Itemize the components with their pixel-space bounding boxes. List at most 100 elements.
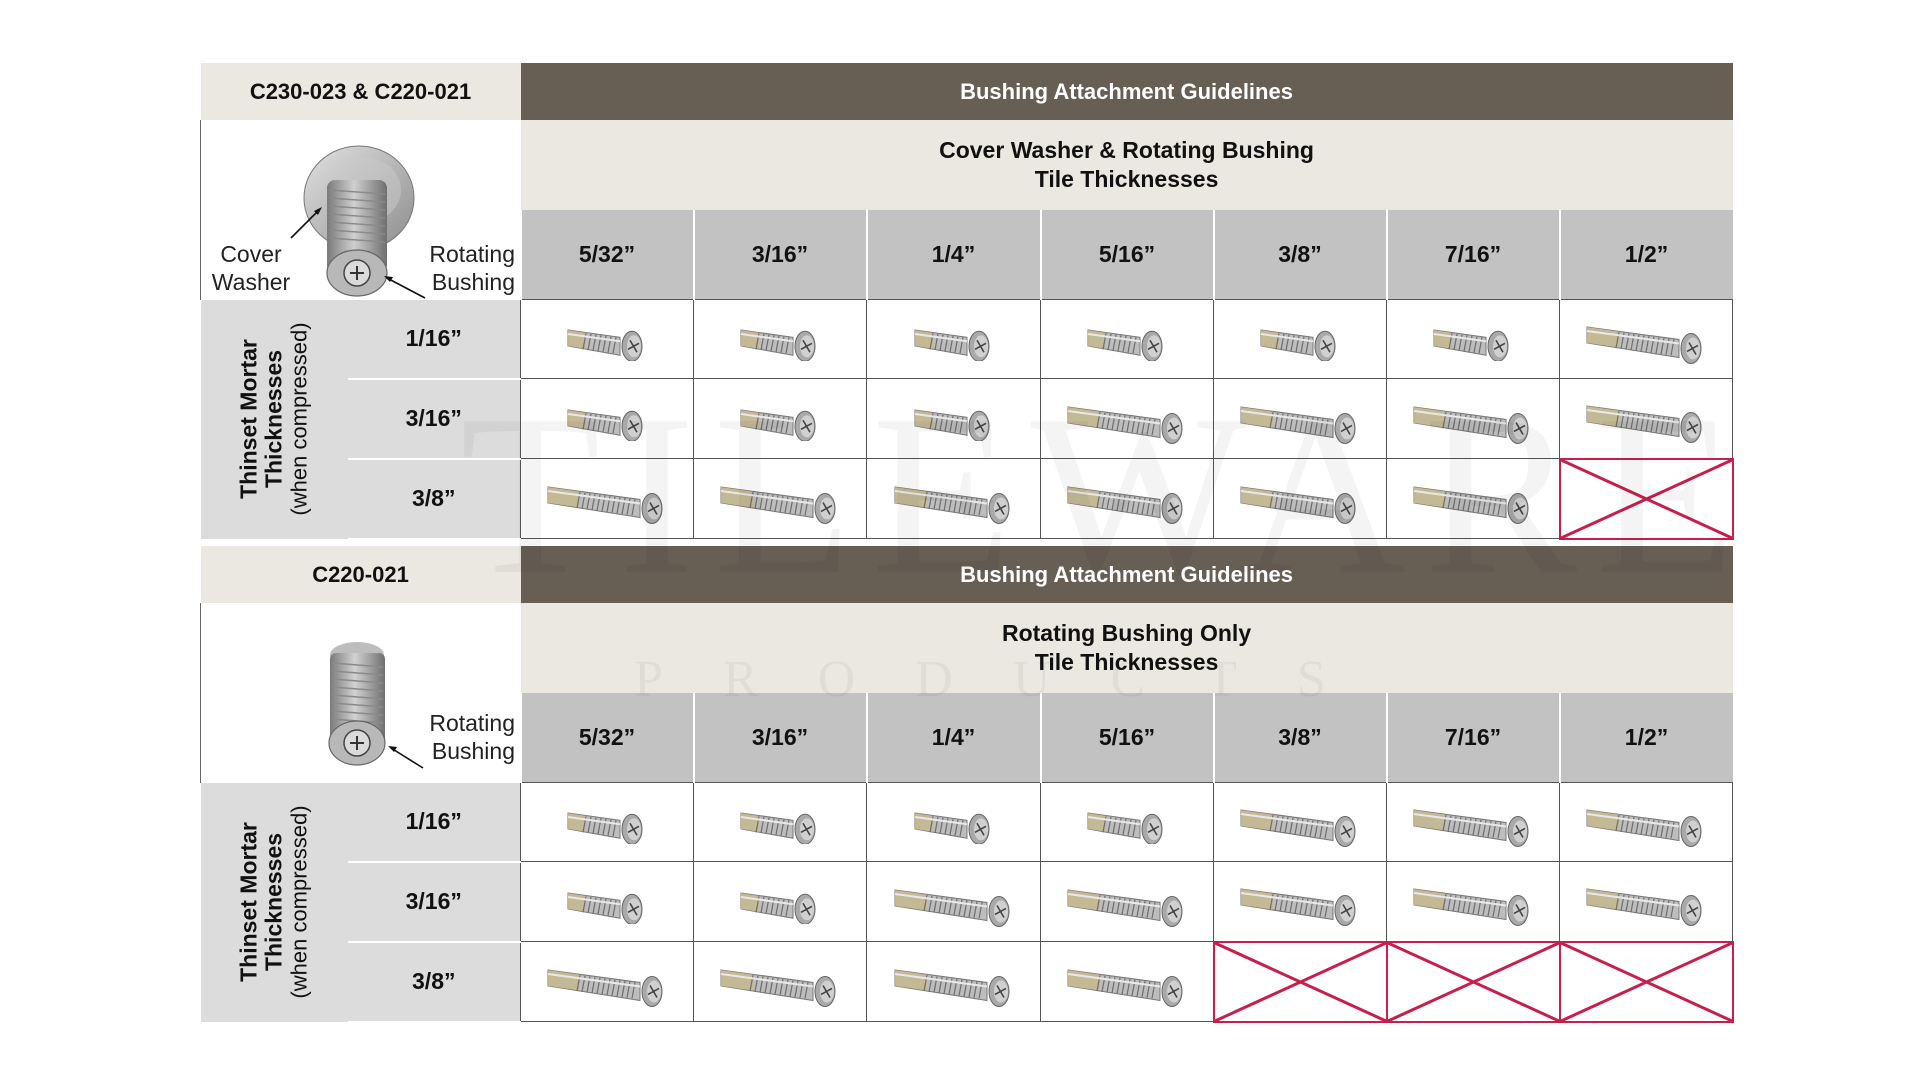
long-screw-cell (1386, 861, 1561, 942)
side-title: Thinset Mortar (235, 339, 262, 499)
short-screw-cell (1213, 299, 1387, 379)
long-screw-cell (866, 458, 1041, 539)
long-screw-icon (1413, 485, 1529, 524)
long-screw-cell (1040, 861, 1215, 942)
long-screw-cell (520, 941, 695, 1022)
column-header: 3/16” (692, 210, 867, 300)
long-screw-icon (720, 968, 836, 1007)
column-header: 7/16” (1385, 693, 1560, 783)
table-row: Thinset Mortar Thicknesses (when compres… (200, 782, 1734, 1022)
table-row: 3/16” (201, 861, 1734, 943)
side-label: Thinset Mortar Thicknesses (when compres… (200, 299, 348, 539)
short-screw-cell (520, 378, 694, 459)
long-screw-icon (1240, 405, 1356, 444)
long-screw-cell (866, 941, 1042, 1022)
long-screw-cell (1040, 941, 1215, 1022)
table-banner: Bushing Attachment Guidelines (520, 546, 1733, 603)
cross-out-icon (1561, 460, 1732, 538)
column-header: 5/32” (519, 693, 694, 783)
long-screw-icon (547, 968, 663, 1007)
short-screw-icon (914, 812, 990, 844)
not-allowed-cell (1385, 940, 1561, 1023)
long-screw-cell (1558, 378, 1734, 459)
short-screw-cell (693, 861, 868, 942)
long-screw-icon (894, 968, 1010, 1007)
side-title: Thinset Mortar (235, 822, 262, 982)
short-screw-cell (1386, 299, 1560, 379)
row-header: 1/16” (347, 299, 521, 380)
short-screw-cell (1040, 782, 1215, 862)
side-note: (when compressed) (286, 805, 312, 999)
short-screw-icon (1433, 329, 1509, 361)
short-screw-cell (866, 782, 1042, 862)
short-screw-cell (520, 299, 694, 379)
short-screw-cell (520, 861, 695, 942)
not-allowed-cell (1558, 457, 1734, 540)
side-note: (when compressed) (286, 322, 312, 516)
long-screw-icon (1240, 809, 1356, 847)
long-screw-icon (1413, 809, 1529, 847)
short-screw-icon (1087, 329, 1163, 361)
long-screw-cell (1386, 378, 1560, 459)
side-title: Thicknesses (260, 832, 287, 972)
column-header: 5/16” (1039, 210, 1214, 300)
column-header: 3/16” (692, 693, 867, 783)
column-header-row: 5/32” 3/16” 1/4” 5/16” 3/8” 7/16” 1/2” (201, 693, 1733, 783)
long-screw-cell (1559, 861, 1734, 942)
table-row: 3/16” (201, 378, 1734, 460)
guideline-table-1: C230-023 & C220-021 Bushing Attachment G… (200, 63, 1734, 540)
column-header: 5/32” (519, 210, 694, 300)
long-screw-cell (1040, 458, 1214, 539)
row-header: 3/8” (347, 458, 521, 540)
side-title: Thicknesses (260, 349, 287, 489)
short-screw-icon (914, 408, 989, 441)
long-screw-cell (866, 861, 1042, 942)
long-screw-cell (693, 458, 867, 539)
long-screw-cell (1040, 378, 1214, 459)
long-screw-icon (1067, 888, 1183, 927)
not-allowed-cell (1212, 940, 1388, 1023)
row-header: 3/16” (347, 861, 521, 943)
column-header: 1/2” (1558, 693, 1733, 783)
long-screw-icon (1586, 405, 1702, 444)
short-screw-cell (1040, 299, 1214, 379)
long-screw-icon (1586, 809, 1702, 847)
long-screw-cell (1559, 782, 1734, 862)
long-screw-icon (1413, 888, 1529, 927)
long-screw-cell (1213, 782, 1388, 862)
long-screw-cell (693, 941, 868, 1022)
side-label: Thinset Mortar Thicknesses (when compres… (200, 782, 348, 1022)
cover-washer-bushing-icon (290, 145, 426, 299)
long-screw-icon (894, 888, 1010, 927)
long-screw-cell (520, 458, 694, 539)
long-screw-icon (1413, 405, 1529, 444)
column-header: 3/8” (1212, 693, 1387, 783)
short-screw-icon (567, 329, 643, 361)
long-screw-cell (1386, 458, 1560, 539)
long-screw-cell (1386, 782, 1561, 862)
long-screw-icon (1240, 888, 1356, 927)
long-screw-icon (1067, 968, 1183, 1007)
short-screw-icon (1260, 329, 1336, 361)
table-banner: Bushing Attachment Guidelines (520, 63, 1733, 120)
short-screw-cell (520, 782, 695, 862)
long-screw-icon (1067, 405, 1183, 444)
short-screw-icon (740, 812, 816, 844)
short-screw-icon (914, 329, 989, 361)
short-screw-cell (693, 299, 867, 379)
long-screw-icon (547, 485, 663, 524)
long-screw-icon (720, 485, 836, 524)
short-screw-cell (693, 782, 868, 862)
short-screw-icon (1087, 812, 1163, 844)
rotating-bushing-icon (328, 642, 424, 769)
long-screw-icon (1240, 485, 1356, 524)
short-screw-icon (567, 891, 643, 924)
column-header: 1/2” (1558, 210, 1733, 300)
long-screw-cell (1213, 458, 1387, 539)
cross-out-icon (1215, 943, 1386, 1021)
long-screw-cell (1213, 861, 1388, 942)
